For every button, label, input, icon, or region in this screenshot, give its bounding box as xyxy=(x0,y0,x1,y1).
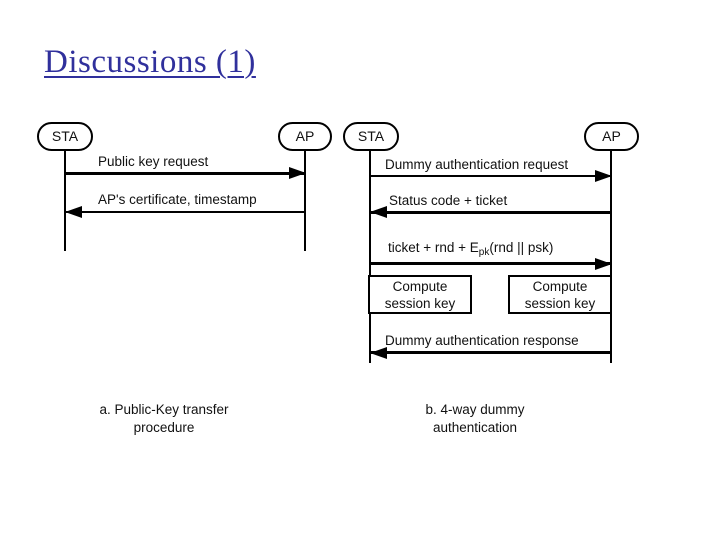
compute-box-line2: session key xyxy=(384,295,456,311)
lifeline-sta xyxy=(369,149,371,363)
arrowhead-left-icon xyxy=(65,206,82,218)
lifeline-sta xyxy=(64,149,66,251)
actor-sta: STA xyxy=(37,122,93,151)
compute-session-key-box: Compute session key xyxy=(508,275,612,314)
actor-ap: AP xyxy=(278,122,332,151)
actor-sta: STA xyxy=(343,122,399,151)
compute-box-line2: session key xyxy=(524,295,596,311)
message-label: Dummy authentication response xyxy=(385,333,579,348)
message-arrow xyxy=(65,210,305,213)
message-arrow xyxy=(370,174,611,177)
arrowhead-right-icon xyxy=(289,167,306,179)
caption-a-line1: a. Public-Key transfer xyxy=(99,402,229,417)
compute-box-line1: Compute xyxy=(392,279,448,294)
actor-ap: AP xyxy=(584,122,639,151)
message-arrow xyxy=(370,211,611,214)
arrowhead-right-icon xyxy=(595,170,612,182)
slide-title: Discussions (1) xyxy=(44,44,256,80)
compute-session-key-box: Compute session key xyxy=(368,275,472,314)
caption-a-line2: procedure xyxy=(133,419,195,435)
arrowhead-right-icon xyxy=(595,257,612,270)
message-arrow xyxy=(65,172,305,175)
message-label-post: (rnd || psk) xyxy=(489,240,554,255)
message-label: Status code + ticket xyxy=(389,193,508,208)
lifeline-ap xyxy=(610,149,612,363)
message-arrow xyxy=(370,351,611,354)
caption-b: b. 4-way dummy authentication xyxy=(365,401,585,436)
message-label-subscript: pk xyxy=(478,247,490,258)
message-label: Public key request xyxy=(98,154,209,169)
caption-a: a. Public-Key transfer procedure xyxy=(54,401,274,436)
message-label: AP's certificate, timestamp xyxy=(98,192,257,207)
message-label: Dummy authentication request xyxy=(385,157,569,172)
arrowhead-left-icon xyxy=(370,206,387,218)
compute-box-line1: Compute xyxy=(532,279,588,294)
lifeline-ap xyxy=(304,149,306,251)
message-arrow xyxy=(370,262,611,265)
message-label-pre: ticket + rnd + E xyxy=(388,240,479,255)
caption-b-line1: b. 4-way dummy xyxy=(425,402,525,417)
message-label: ticket + rnd + Epk(rnd || psk) xyxy=(388,240,553,258)
arrowhead-left-icon xyxy=(370,346,387,359)
caption-b-line2: authentication xyxy=(432,419,518,435)
